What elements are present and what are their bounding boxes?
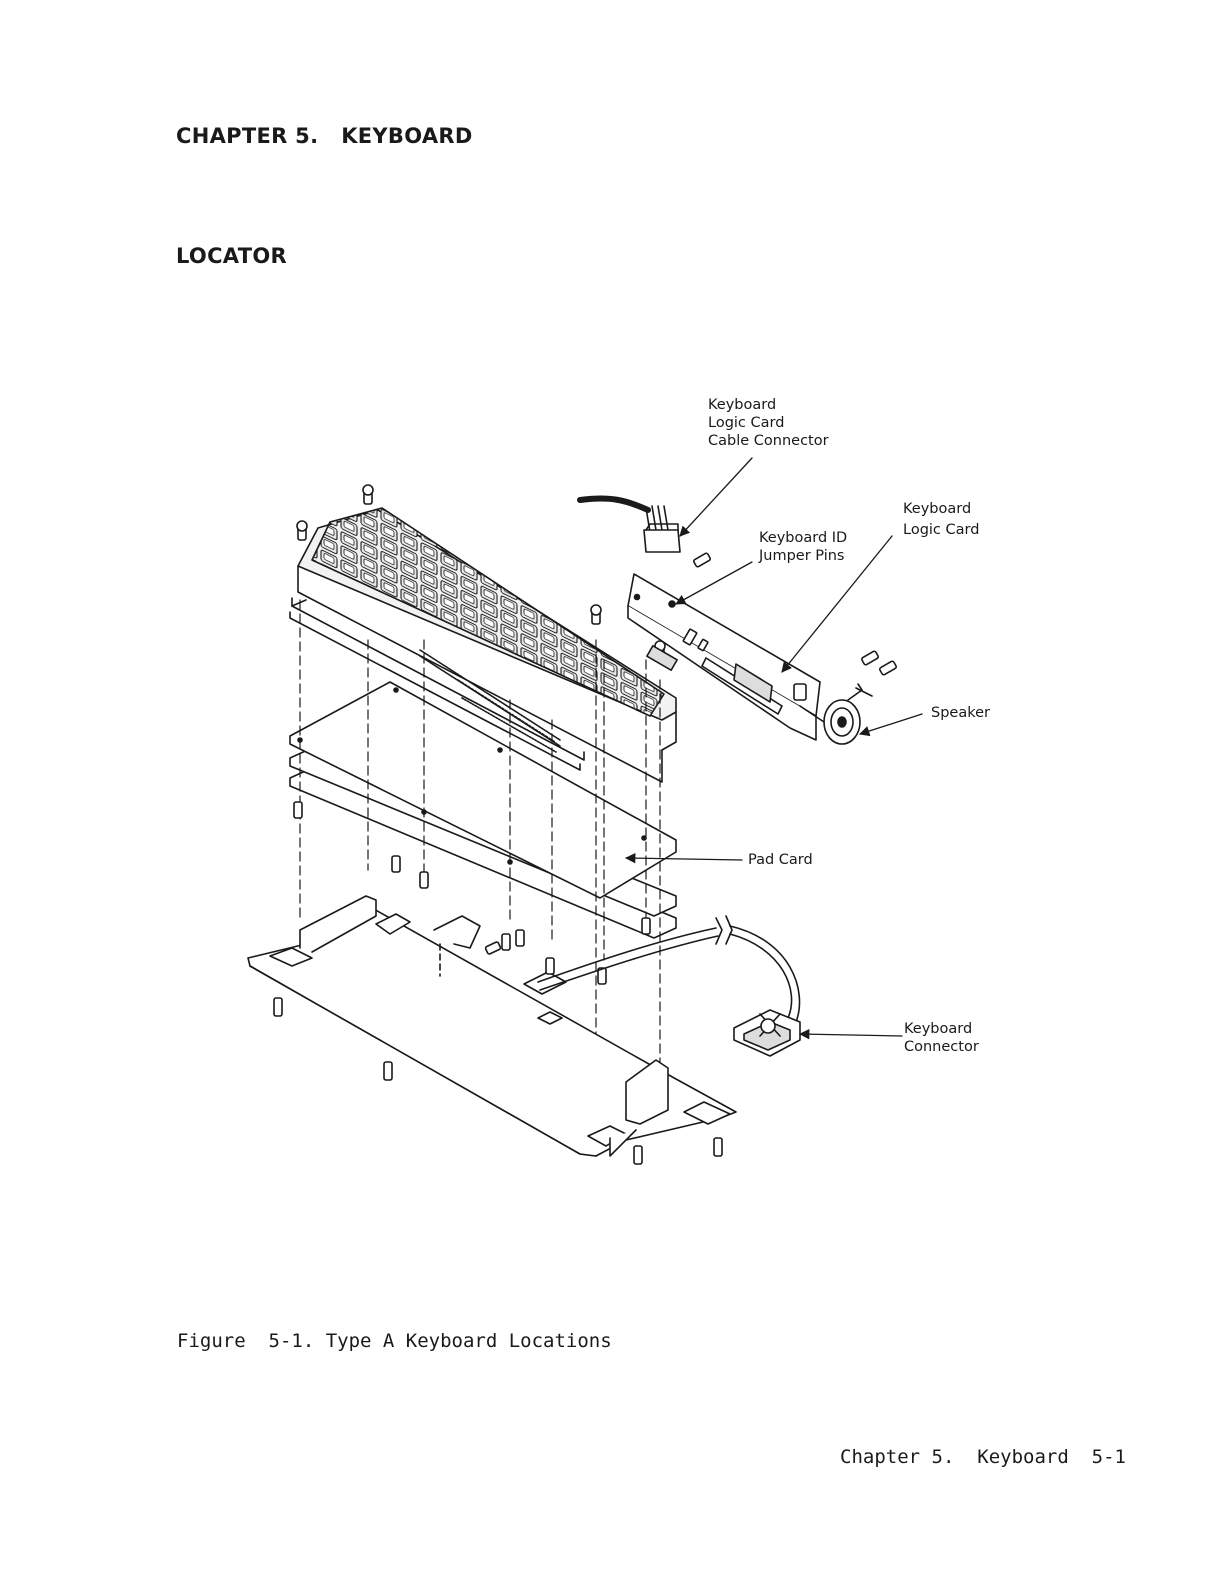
callout-cable-connector: Keyboard Logic Card Cable Connector — [708, 396, 829, 450]
callout-pad-card: Pad Card — [748, 851, 813, 869]
callout-keyboard-connector-line1: Keyboard — [904, 1020, 979, 1038]
figure-caption: Figure 5-1. Type A Keyboard Locations — [177, 1330, 612, 1352]
callout-keyboard-connector-line2: Connector — [904, 1038, 979, 1056]
callout-logic-card-line1: Keyboard — [903, 499, 979, 520]
base-plate — [248, 896, 736, 1156]
callout-keyboard-connector: Keyboard Connector — [904, 1020, 979, 1056]
callout-cable-connector-line2: Logic Card — [708, 414, 829, 432]
callout-cable-connector-line3: Cable Connector — [708, 432, 829, 450]
callout-cable-connector-line1: Keyboard — [708, 396, 829, 414]
callout-id-jumper-pins: Keyboard ID Jumper Pins — [759, 529, 847, 565]
callout-id-jumper-pins-line2: Jumper Pins — [759, 547, 847, 565]
pad-card-stack — [290, 682, 676, 938]
logic-card-cable — [580, 498, 680, 552]
callout-id-jumper-pins-line1: Keyboard ID — [759, 529, 847, 547]
callout-pad-card-line1: Pad Card — [748, 851, 813, 869]
callout-logic-card-line2: Logic Card — [903, 520, 979, 541]
callout-logic-card: Keyboard Logic Card — [903, 499, 979, 541]
callout-speaker: Speaker — [931, 704, 990, 722]
callout-speaker-line1: Speaker — [931, 704, 990, 722]
keyboard-connector-part — [734, 1010, 800, 1056]
page-footer: Chapter 5. Keyboard 5-1 — [840, 1446, 1126, 1468]
